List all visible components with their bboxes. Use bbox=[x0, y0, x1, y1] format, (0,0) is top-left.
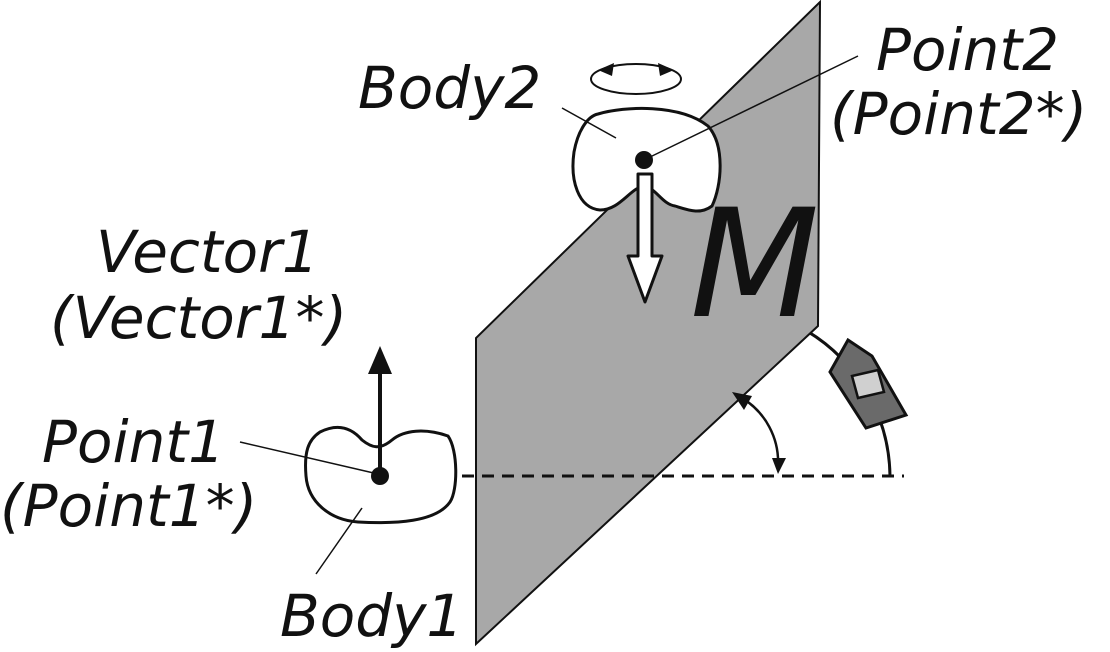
point1-leader-line bbox=[239, 441, 379, 475]
point2-leader-line bbox=[647, 55, 859, 159]
vector1-alt-label: (Vector1*) bbox=[50, 284, 347, 352]
angle-indicator bbox=[732, 392, 786, 474]
point1-alt-label: (Point1*) bbox=[0, 472, 257, 540]
vector1-label: Vector1 bbox=[96, 218, 319, 286]
body2-label: Body2 bbox=[358, 54, 541, 122]
plane-m-label: M bbox=[690, 178, 819, 352]
point2-downward-arrow bbox=[626, 172, 664, 304]
body1-leader-line bbox=[315, 507, 363, 575]
body1-label: Body1 bbox=[280, 582, 463, 650]
rotation-arrows-icon bbox=[590, 63, 682, 95]
plane-m bbox=[475, 0, 822, 647]
vector1-arrow bbox=[368, 346, 392, 476]
body2-leader-line bbox=[561, 107, 617, 139]
angle-bracket-icon bbox=[828, 337, 909, 430]
point2-alt-label: (Point2*) bbox=[830, 80, 1087, 148]
point1-label: Point1 bbox=[42, 408, 225, 476]
point2-label: Point2 bbox=[876, 16, 1059, 84]
point1-marker bbox=[371, 467, 389, 485]
point2-marker bbox=[635, 151, 653, 169]
